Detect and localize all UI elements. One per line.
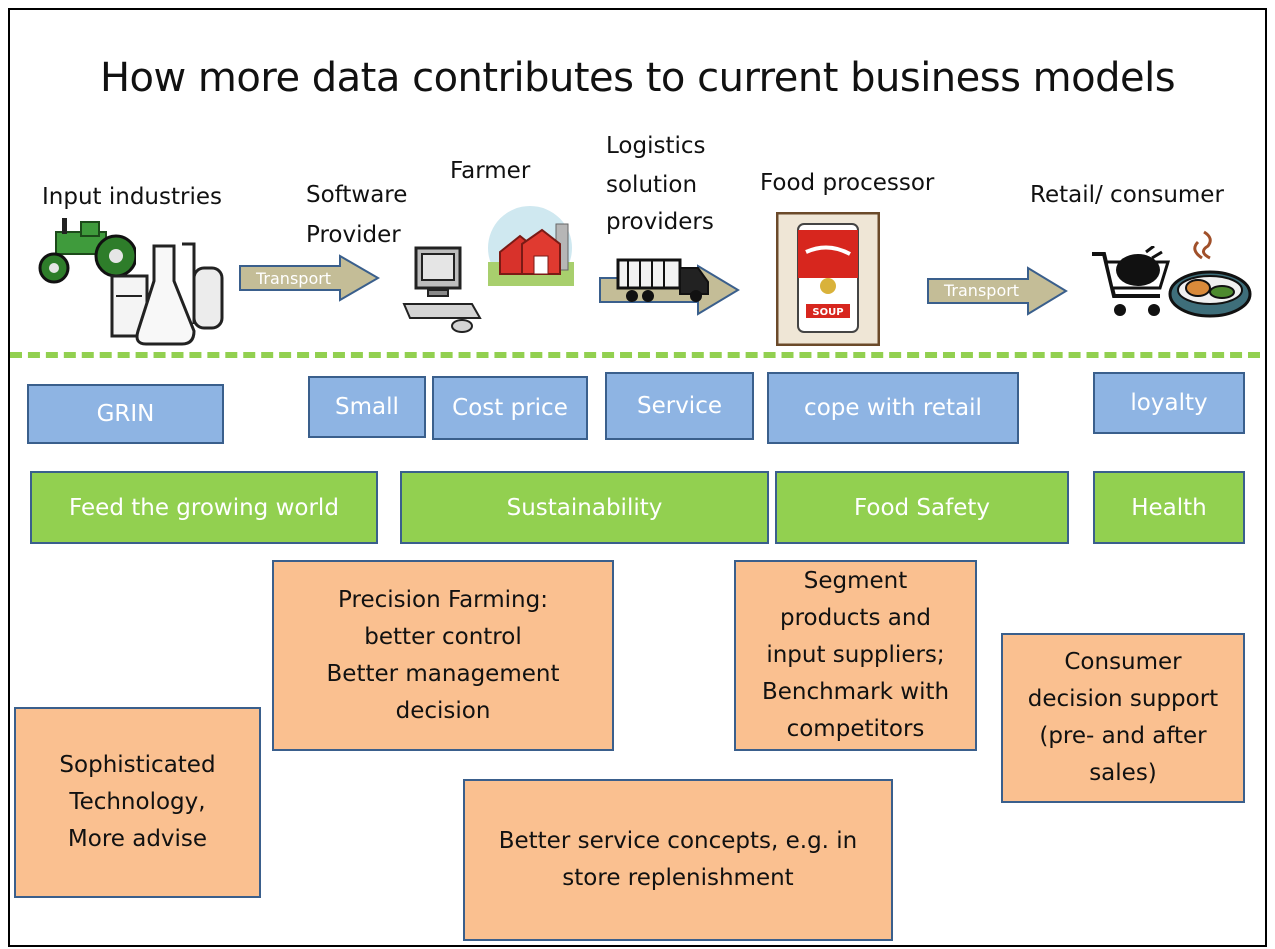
segment-line-3: input suppliers; (766, 642, 945, 668)
consumer-line-4: sales) (1089, 760, 1157, 786)
stage-label-software-provider-2: Provider (306, 222, 401, 248)
green-box-food-safety: Food Safety (775, 471, 1069, 544)
computer-icon (402, 246, 482, 333)
segment-line-4: Benchmark with (761, 679, 950, 705)
precision-line-4: decision (395, 697, 491, 724)
stage-label-input-industries: Input industries (42, 184, 222, 210)
stage-label-software-provider-1: Software (306, 182, 408, 208)
orange-box-sophisticated-technology: Sophisticated Technology, More advise (14, 707, 261, 898)
blue-box-loyalty: loyalty (1093, 372, 1245, 434)
transport-label-1: Transport (256, 269, 332, 288)
consumer-line-1: Consumer (1064, 649, 1182, 675)
service-concepts-line-1: Better service concepts, e.g. in (498, 828, 858, 854)
blue-box-service: Service (605, 372, 754, 440)
shopping-cart-icon (1092, 246, 1171, 316)
green-box-health: Health (1093, 471, 1245, 544)
consumer-line-2: decision support (1027, 686, 1219, 712)
precision-line-1: Precision Farming: (338, 586, 548, 613)
segment-line-1: Segment (803, 568, 908, 594)
svg-text:SOUP: SOUP (812, 307, 843, 318)
service-concepts-line-2: store replenishment (562, 865, 794, 891)
precision-line-3: Better management (326, 660, 560, 687)
blue-box-grin: GRIN (27, 384, 224, 444)
tractor-icon (38, 218, 136, 284)
blue-box-small: Small (308, 376, 426, 438)
blue-box-cope-with-retail: cope with retail (767, 372, 1019, 444)
sophisticated-line-1: Sophisticated (59, 752, 216, 778)
precision-line-2: better control (364, 623, 522, 650)
lab-glassware-icon (110, 242, 224, 346)
segment-line-2: products and (779, 605, 932, 631)
dashed-divider (10, 352, 1260, 358)
orange-box-consumer-decision-support: Consumer decision support (pre- and afte… (1001, 633, 1245, 803)
stage-label-farmer: Farmer (450, 158, 531, 184)
stage-label-logistics-3: providers (606, 209, 714, 235)
orange-box-better-service-concepts: Better service concepts, e.g. in store r… (463, 779, 893, 941)
stage-label-food-processor: Food processor (760, 170, 935, 196)
stage-label-logistics-1: Logistics (606, 133, 706, 159)
blue-box-cost-price: Cost price (432, 376, 588, 440)
segment-line-5: competitors (786, 716, 925, 742)
food-plate-icon (1168, 230, 1252, 318)
soup-can-icon: SOUP (776, 212, 880, 346)
orange-box-segment-products: Segment products and input suppliers; Be… (734, 560, 977, 751)
transport-label-2: Transport (944, 281, 1020, 300)
transport-arrow-2 (927, 266, 1068, 316)
green-box-sustainability: Sustainability (400, 471, 769, 544)
transport-arrow-1 (239, 254, 380, 302)
slide-title: How more data contributes to current bus… (99, 55, 1176, 101)
farm-barn-icon (488, 206, 574, 286)
stage-label-logistics-2: solution (606, 172, 698, 198)
sophisticated-line-2: Technology, (69, 789, 206, 815)
stage-label-retail: Retail/ consumer (1030, 182, 1224, 208)
orange-box-precision-farming: Precision Farming: better control Better… (272, 560, 614, 751)
green-box-feed-the-growing-world: Feed the growing world (30, 471, 378, 544)
consumer-line-3: (pre- and after (1039, 723, 1207, 749)
truck-icon (616, 258, 709, 302)
sophisticated-line-3: More advise (67, 826, 208, 852)
